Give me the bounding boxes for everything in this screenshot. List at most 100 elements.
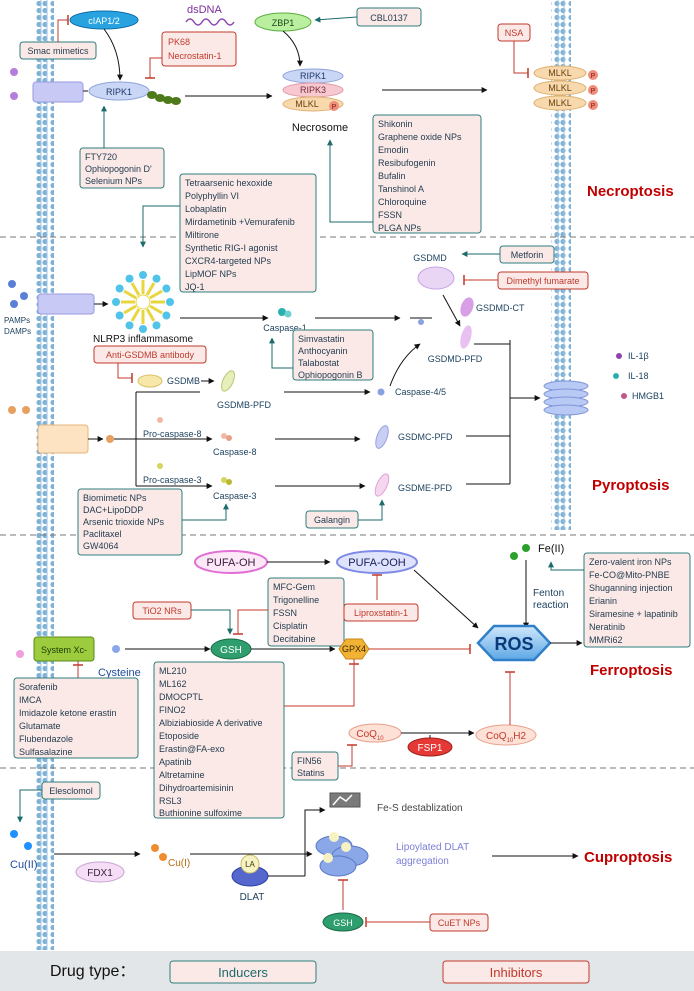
necro-inducer-9: PLGA NPs — [378, 223, 422, 233]
nlrp3-arm — [123, 304, 137, 315]
pk68-box — [161, 31, 237, 67]
casp1-inh-4: Ophiopogonin B — [298, 370, 363, 380]
dsdna-label: dsDNA — [187, 4, 223, 16]
fin56-2: Statins — [297, 768, 325, 778]
title-pyroptosis: Pyroptosis — [592, 477, 670, 494]
nlrp3-arm — [130, 282, 141, 296]
mlkl-stack-p1: P — [591, 73, 596, 80]
casp3-inducer-2: DAC+LipoDDP — [83, 505, 143, 515]
necrosome-label: Necrosome — [292, 122, 348, 134]
casp8-label: Caspase-8 — [213, 447, 257, 457]
gsdmb-label: GSDMB — [167, 376, 200, 386]
legend-inhibitors: Inhibitors — [490, 965, 543, 980]
nlrp3-head — [125, 321, 134, 330]
gpx4-inducer-9: Altretamine — [159, 770, 205, 780]
nlrp3-arm — [145, 282, 156, 296]
fenton-2: reaction — [533, 600, 569, 611]
anti-gsdmb-label: Anti-GSDMB antibody — [106, 350, 195, 360]
nlrp-inducer-5: Miltirone — [185, 230, 219, 240]
nlrp3-inflammasome — [112, 271, 174, 333]
fe2-label: Fe(II) — [538, 543, 564, 555]
xc-inducer-3: Imidazole ketone erastin — [19, 708, 117, 718]
nlrp-inducer-7: CXCR4-targeted NPs — [185, 256, 272, 266]
nlrp3-head — [162, 284, 171, 293]
cu1-label: Cu(I) — [168, 858, 190, 869]
fe-inducers-box — [583, 552, 691, 648]
tio2-label: TiO2 NRs — [142, 606, 182, 616]
cuet-label: CuET NPs — [438, 918, 481, 928]
pufa-ooh-ellipse — [336, 550, 418, 574]
necrosome-ripk1-label: RIPK1 — [300, 71, 326, 81]
gpx4-inducer-8: Apatinib — [159, 757, 192, 767]
nlrp3-label: NLRP3 inflammasome — [93, 334, 193, 345]
gsdmb-shape — [137, 374, 163, 388]
necrosome-mlkl — [282, 96, 344, 112]
pufa-oh-label: PUFA-OH — [207, 557, 256, 569]
necro-inducers-box — [372, 114, 482, 234]
receptor-necro — [32, 81, 84, 103]
nlrp3-head — [152, 274, 161, 283]
nlrp3-head — [112, 298, 120, 306]
pk68-label: PK68 — [168, 37, 190, 47]
dsdna-strand — [185, 18, 235, 26]
gsdmd-pfd-shape — [460, 325, 472, 349]
nlrp-inducer-1: Tetraarsenic hexoxide — [185, 178, 273, 188]
coq10h2-ellipse — [475, 724, 537, 746]
mlkl-stack-1: MLKL — [548, 68, 572, 78]
nlrp-inducer-4: Mirdametinib +Vemurafenib — [185, 217, 295, 227]
necro-inducer-3: Emodin — [378, 145, 409, 155]
xc-inducer-1: Sorafenib — [19, 682, 58, 692]
fe-inducer-2: Fe-CO@Mito-PNBE — [589, 570, 670, 580]
system-xc-label: System Xc- — [41, 645, 87, 655]
la-label: LA — [245, 860, 255, 869]
gsdmb-pfd-label: GSDMB-PFD — [217, 400, 272, 410]
lipoylated-2: aggregation — [396, 856, 449, 867]
nlrp3-arm — [130, 308, 141, 322]
procasp8-label: Pro-caspase-8 — [143, 429, 202, 439]
nlrp3-arm — [123, 289, 137, 300]
gpx4-inducer-11: RSL3 — [159, 796, 182, 806]
nlrp3-arm — [149, 304, 163, 315]
nlrp3-head — [125, 274, 134, 283]
gsh-inducer-5: Decitabine — [273, 634, 316, 644]
title-necroptosis: Necroptosis — [587, 183, 674, 200]
legend-inducers: Inducers — [218, 965, 268, 980]
necro-inducer-1: Shikonin — [378, 119, 413, 129]
dlat-aggregate — [315, 832, 369, 877]
cbl-label: CBL0137 — [370, 13, 408, 23]
gsdmd-ct-shape — [460, 297, 474, 317]
nlrp3-core — [135, 294, 151, 310]
fe-inducer-5: Siramesine + lapatinib — [589, 609, 678, 619]
casp3-inducer-4: Paclitaxel — [83, 529, 122, 539]
gpx4-label: GPX4 — [342, 644, 366, 654]
mlkl-pore-stack — [533, 65, 598, 111]
gpx4-inducers-box — [153, 661, 285, 819]
gpx4-inducer-6: Etoposide — [159, 731, 199, 741]
gpx4-inducer-1: ML210 — [159, 666, 187, 676]
fdx1-ellipse — [75, 861, 125, 883]
mlkl-stack-p2: P — [591, 88, 596, 95]
gsdmc-pfd-label: GSDMC-PFD — [398, 432, 453, 442]
nlrp-inducer-2: Polyphyllin VI — [185, 191, 239, 201]
casp3-label: Caspase-3 — [213, 491, 257, 501]
caspase3-icon — [221, 477, 232, 485]
damps-label: DAMPs — [4, 327, 31, 336]
metforin-label: Metforin — [511, 250, 544, 260]
casp3-inducer-5: GW4064 — [83, 541, 119, 551]
dlat-label: DLAT — [240, 892, 265, 903]
pufa-ooh-label: PUFA-OOH — [348, 557, 406, 569]
gpx4-inducer-4: FINO2 — [159, 705, 186, 715]
legend-inducers-box — [169, 960, 317, 984]
nlrp-inducer-9: JQ-1 — [185, 282, 205, 292]
nlrp-inducer-3: Lobaplatin — [185, 204, 227, 214]
legend-inhibitors-box — [442, 960, 590, 984]
la-circle — [240, 854, 260, 874]
pamps-label: PAMPs — [4, 316, 30, 325]
procasp3-label: Pro-caspase-3 — [143, 475, 202, 485]
fenton-1: Fenton — [533, 588, 564, 599]
ubiquitin-chain — [147, 91, 181, 105]
coq10-label: CoQ10 — [356, 729, 384, 742]
nlrp3-head — [166, 298, 174, 306]
fty-1: FTY720 — [85, 152, 117, 162]
necro-inducer-4: Resibufogenin — [378, 158, 436, 168]
